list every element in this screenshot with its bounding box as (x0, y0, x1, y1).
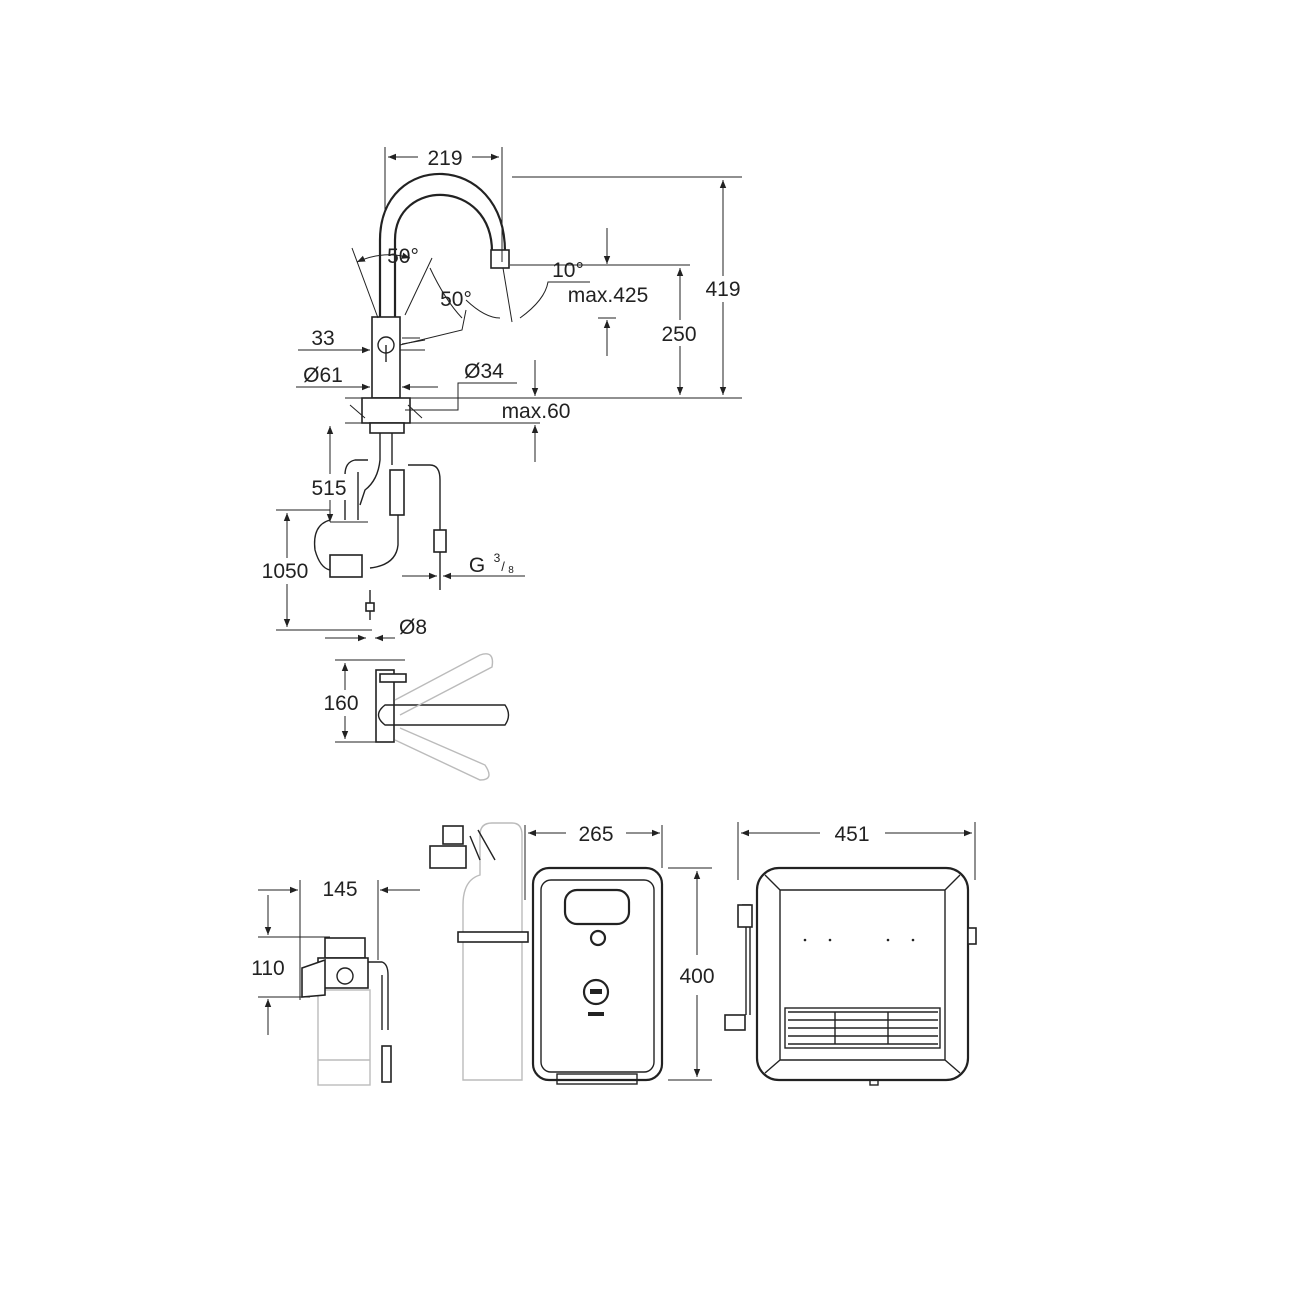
dim-lever-depth: 160 (323, 692, 358, 715)
svg-text:/: / (501, 559, 505, 574)
faucet-top-view: 160 (318, 653, 510, 781)
dim-chiller-depth: 265 (578, 823, 613, 846)
dim-base-diameter: Ø61 (303, 364, 343, 387)
chiller-front-view: 265 400 (524, 823, 715, 1085)
faucet-side-view (313, 172, 590, 620)
dim-filter-height: 110 (251, 957, 284, 980)
dim-deck-thickness: max.60 (502, 400, 571, 423)
dim-height-419: 419 (705, 278, 740, 301)
dim-thread: G 3 / 8 (469, 551, 514, 577)
svg-text:8: 8 (508, 565, 514, 576)
dim-angle-lever-top: 50° (387, 245, 419, 268)
dim-pipe-diameter: Ø8 (399, 616, 427, 639)
dim-hose-515: 515 (311, 477, 346, 500)
dim-hose-1050: 1050 (262, 560, 309, 583)
dim-height-250: 250 (661, 323, 696, 346)
dim-pullout: max.425 (568, 284, 649, 307)
svg-text:3: 3 (494, 551, 501, 565)
dim-chiller-height: 400 (679, 965, 714, 988)
dim-chiller-width: 451 (834, 823, 869, 846)
filter-unit: 145 110 (243, 878, 420, 1086)
dim-angle-lever-side: 50° (440, 288, 472, 311)
svg-text:G: G (469, 554, 485, 577)
dim-width-219: 219 (427, 147, 462, 170)
dim-angle-spout: 10° (552, 259, 584, 282)
dim-filter-width: 145 (322, 878, 357, 901)
dim-hole-diameter: Ø34 (464, 360, 504, 383)
chiller-side-view: 451 (724, 822, 977, 1086)
dim-lever-offset: 33 (311, 327, 334, 350)
faucet-dimensions: 219 419 250 max.425 10° 50° 50° 33 Ø61 Ø… (254, 145, 750, 642)
co2-bottle (429, 822, 529, 1081)
